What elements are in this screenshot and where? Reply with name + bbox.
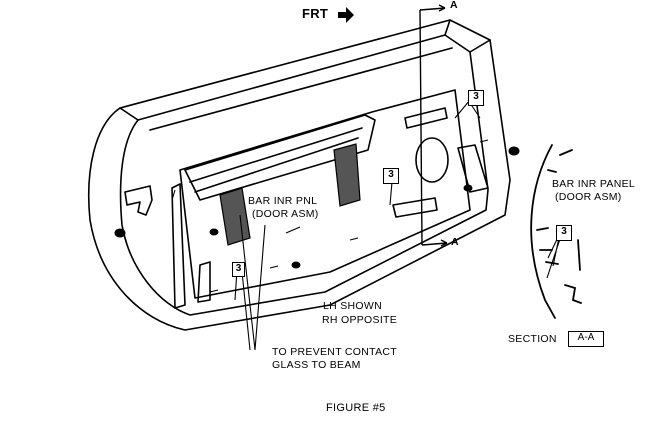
section-label: SECTION bbox=[508, 333, 557, 345]
callout-box: 3 bbox=[468, 90, 484, 106]
callout-box: 3 bbox=[556, 225, 572, 241]
door-outer-shell bbox=[87, 19, 511, 331]
hinge-pillar bbox=[171, 183, 186, 309]
callout-box: 3 bbox=[383, 168, 399, 184]
bar-inner-panel-label-right: BAR INR PANEL bbox=[552, 178, 636, 190]
speaker-opening bbox=[415, 137, 449, 183]
fastener bbox=[291, 261, 301, 269]
rh-opposite-label: RH OPPOSITE bbox=[322, 314, 398, 326]
beam-clip-right bbox=[333, 143, 361, 207]
door-inner-recess bbox=[179, 89, 471, 299]
callout-box: 3 bbox=[232, 262, 245, 277]
door-top-rim bbox=[119, 19, 491, 131]
section-id-box: A-A bbox=[568, 331, 604, 347]
section-view-profile bbox=[530, 144, 556, 319]
lower-tab bbox=[197, 261, 211, 303]
door-inner-edge bbox=[119, 34, 489, 316]
latch-bracket bbox=[457, 144, 489, 193]
note-label-line1: TO PREVENT CONTACT bbox=[272, 346, 397, 358]
fastener bbox=[508, 146, 520, 156]
door-asm-label-right: (DOOR ASM) bbox=[555, 191, 622, 203]
armrest-beam bbox=[184, 114, 376, 201]
section-cut-line bbox=[419, 9, 423, 246]
front-arrow bbox=[338, 7, 354, 23]
front-label: FRT bbox=[302, 6, 329, 21]
pull-tab bbox=[392, 197, 438, 218]
section-cut-letter-top: A bbox=[450, 0, 458, 11]
section-cut-letter-bottom: A bbox=[451, 236, 459, 248]
bar-inner-panel-label-left: BAR INR PNL bbox=[248, 195, 318, 207]
beam-clip-left bbox=[219, 187, 251, 246]
fastener bbox=[209, 228, 219, 236]
lh-shown-label: LH SHOWN bbox=[323, 300, 382, 312]
fastener bbox=[114, 228, 126, 238]
fastener bbox=[463, 184, 473, 192]
left-bracket bbox=[124, 185, 153, 216]
door-asm-label-left: (DOOR ASM) bbox=[252, 208, 319, 220]
note-label-line2: GLASS TO BEAM bbox=[272, 359, 361, 371]
figure-caption: FIGURE #5 bbox=[326, 402, 386, 414]
handle-slot bbox=[404, 107, 448, 129]
